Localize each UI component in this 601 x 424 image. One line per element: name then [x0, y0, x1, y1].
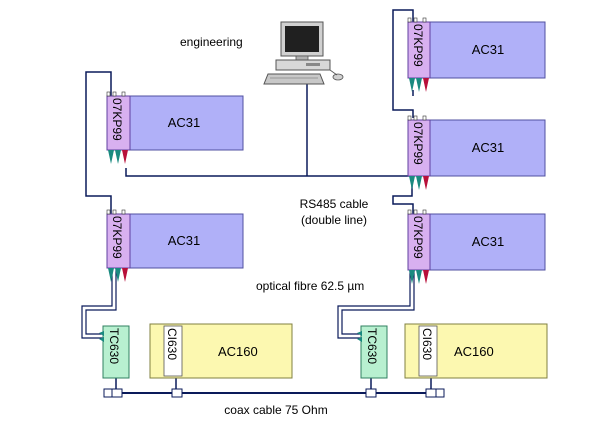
- ac31-node-left-top: AC31 07KP99: [106, 91, 244, 164]
- rs485-cables: [85, 9, 414, 214]
- ac31-node-right-top: AC31 07KP99: [407, 17, 546, 92]
- tc630-label: TC630: [107, 328, 121, 364]
- ac160-node-left: CI630 AC160: [149, 323, 293, 379]
- ac31-node-right-bottom: AC31 07KP99: [407, 209, 546, 284]
- ci630-label: CI630: [420, 328, 434, 360]
- ac160-label: AC160: [454, 344, 494, 359]
- 07kp99-label: 07KP99: [411, 216, 425, 259]
- 07kp99-label: 07KP99: [110, 216, 124, 259]
- rs485-label-line2: (double line): [301, 213, 367, 227]
- ac31-label: AC31: [168, 115, 201, 130]
- tc630-label: TC630: [365, 328, 379, 364]
- optical-fibre-label: optical fibre 62.5 µm: [256, 279, 364, 293]
- rs485-label-line1: RS485 cable: [300, 197, 369, 211]
- coax-cable: [103, 378, 445, 398]
- tc630-left: TC630: [99, 325, 130, 379]
- ac31-label: AC31: [472, 42, 505, 57]
- optical-fibre-cables: [81, 270, 415, 339]
- 07kp99-label: 07KP99: [411, 24, 425, 67]
- tc630-right: TC630: [357, 325, 388, 379]
- 07kp99-label: 07KP99: [411, 122, 425, 165]
- ac31-node-right-middle: AC31 07KP99: [407, 115, 546, 190]
- desktop-computer-icon: [263, 21, 344, 85]
- coax-cable-label: coax cable 75 Ohm: [224, 403, 327, 417]
- ac160-node-right: CI630 AC160: [404, 323, 548, 379]
- ac31-label: AC31: [472, 140, 505, 155]
- ci630-label: CI630: [165, 328, 179, 360]
- ac31-node-left-middle: AC31 07KP99: [106, 209, 244, 282]
- 07kp99-label: 07KP99: [110, 98, 124, 141]
- engineering-label: engineering: [180, 35, 243, 49]
- ac160-label: AC160: [218, 344, 258, 359]
- ac31-label: AC31: [168, 233, 201, 248]
- ac31-label: AC31: [472, 234, 505, 249]
